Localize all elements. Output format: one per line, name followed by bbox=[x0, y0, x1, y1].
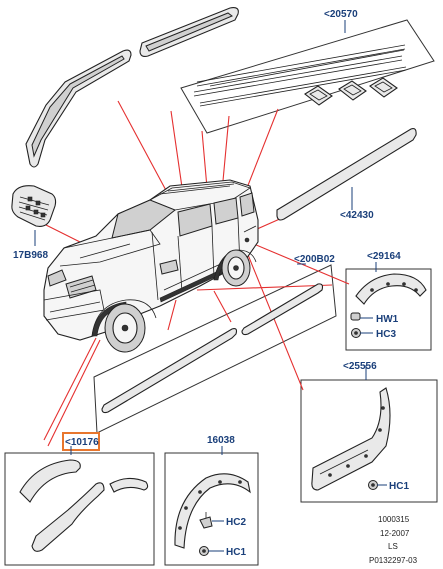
adhesive-pads bbox=[304, 77, 398, 106]
callout-hc1-rear: HC1 bbox=[389, 481, 409, 492]
callout-200b02: <200B02 bbox=[294, 254, 335, 265]
wind-deflector-front bbox=[25, 49, 132, 168]
highlight-box bbox=[62, 432, 100, 451]
vehicle-illustration bbox=[43, 179, 259, 353]
wind-deflector-rear bbox=[139, 7, 239, 57]
callout-29164: <29164 bbox=[367, 251, 401, 262]
callout-16038: 16038 bbox=[207, 435, 235, 446]
callout-hc2: HC2 bbox=[226, 517, 246, 528]
callout-10176: <10176 bbox=[65, 437, 99, 448]
callout-hw1: HW1 bbox=[376, 314, 399, 325]
rear-wheel-arch-moulding bbox=[350, 273, 427, 338]
ref-illustration-id: P0132297-03 bbox=[369, 556, 418, 565]
side-vent-grille bbox=[11, 185, 57, 227]
rear-arch-extension-moulding bbox=[311, 387, 391, 491]
front-arch-extension-moulding bbox=[174, 473, 251, 556]
callout-25556: <25556 bbox=[343, 361, 377, 372]
ref-initials: LS bbox=[388, 542, 398, 551]
callout-42430: <42430 bbox=[340, 210, 374, 221]
ref-number: 1000315 bbox=[378, 515, 410, 524]
body-side-moulding bbox=[276, 128, 417, 221]
roof-trim-strips bbox=[193, 44, 407, 107]
callout-hc3: HC3 bbox=[376, 329, 396, 340]
callout-arrows bbox=[34, 20, 387, 552]
panel-lower-moulding bbox=[93, 264, 337, 434]
ref-date: 12-2007 bbox=[380, 529, 410, 538]
callout-hc1-front: HC1 bbox=[226, 547, 246, 558]
lower-door-mouldings bbox=[101, 283, 324, 414]
callout-17b968: 17B968 bbox=[13, 250, 48, 261]
front-wheel-arch-moulding bbox=[19, 459, 149, 552]
callout-20570: <20570 bbox=[324, 9, 358, 20]
